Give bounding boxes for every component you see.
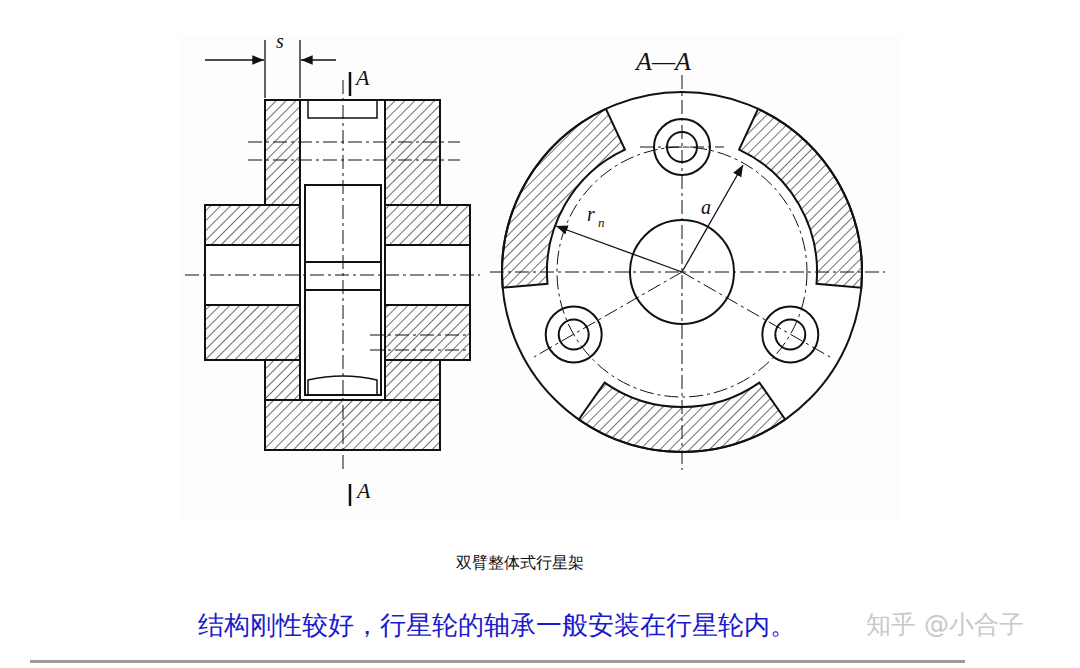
radius-subscript: n bbox=[598, 216, 605, 230]
section-mark: A bbox=[357, 479, 370, 503]
radius-label: r bbox=[586, 203, 596, 225]
section-mark: A bbox=[356, 66, 369, 90]
watermark: 知乎 @小合子 bbox=[866, 611, 1024, 639]
section-title: A—A bbox=[636, 48, 691, 77]
figure-caption: 双臂整体式行星架 bbox=[456, 554, 584, 572]
center-distance-label: a bbox=[700, 196, 712, 218]
note-text: 结构刚性较好，行星轮的轴承一般安装在行星轮内。 bbox=[198, 611, 796, 640]
dimension-label: s bbox=[276, 30, 284, 52]
